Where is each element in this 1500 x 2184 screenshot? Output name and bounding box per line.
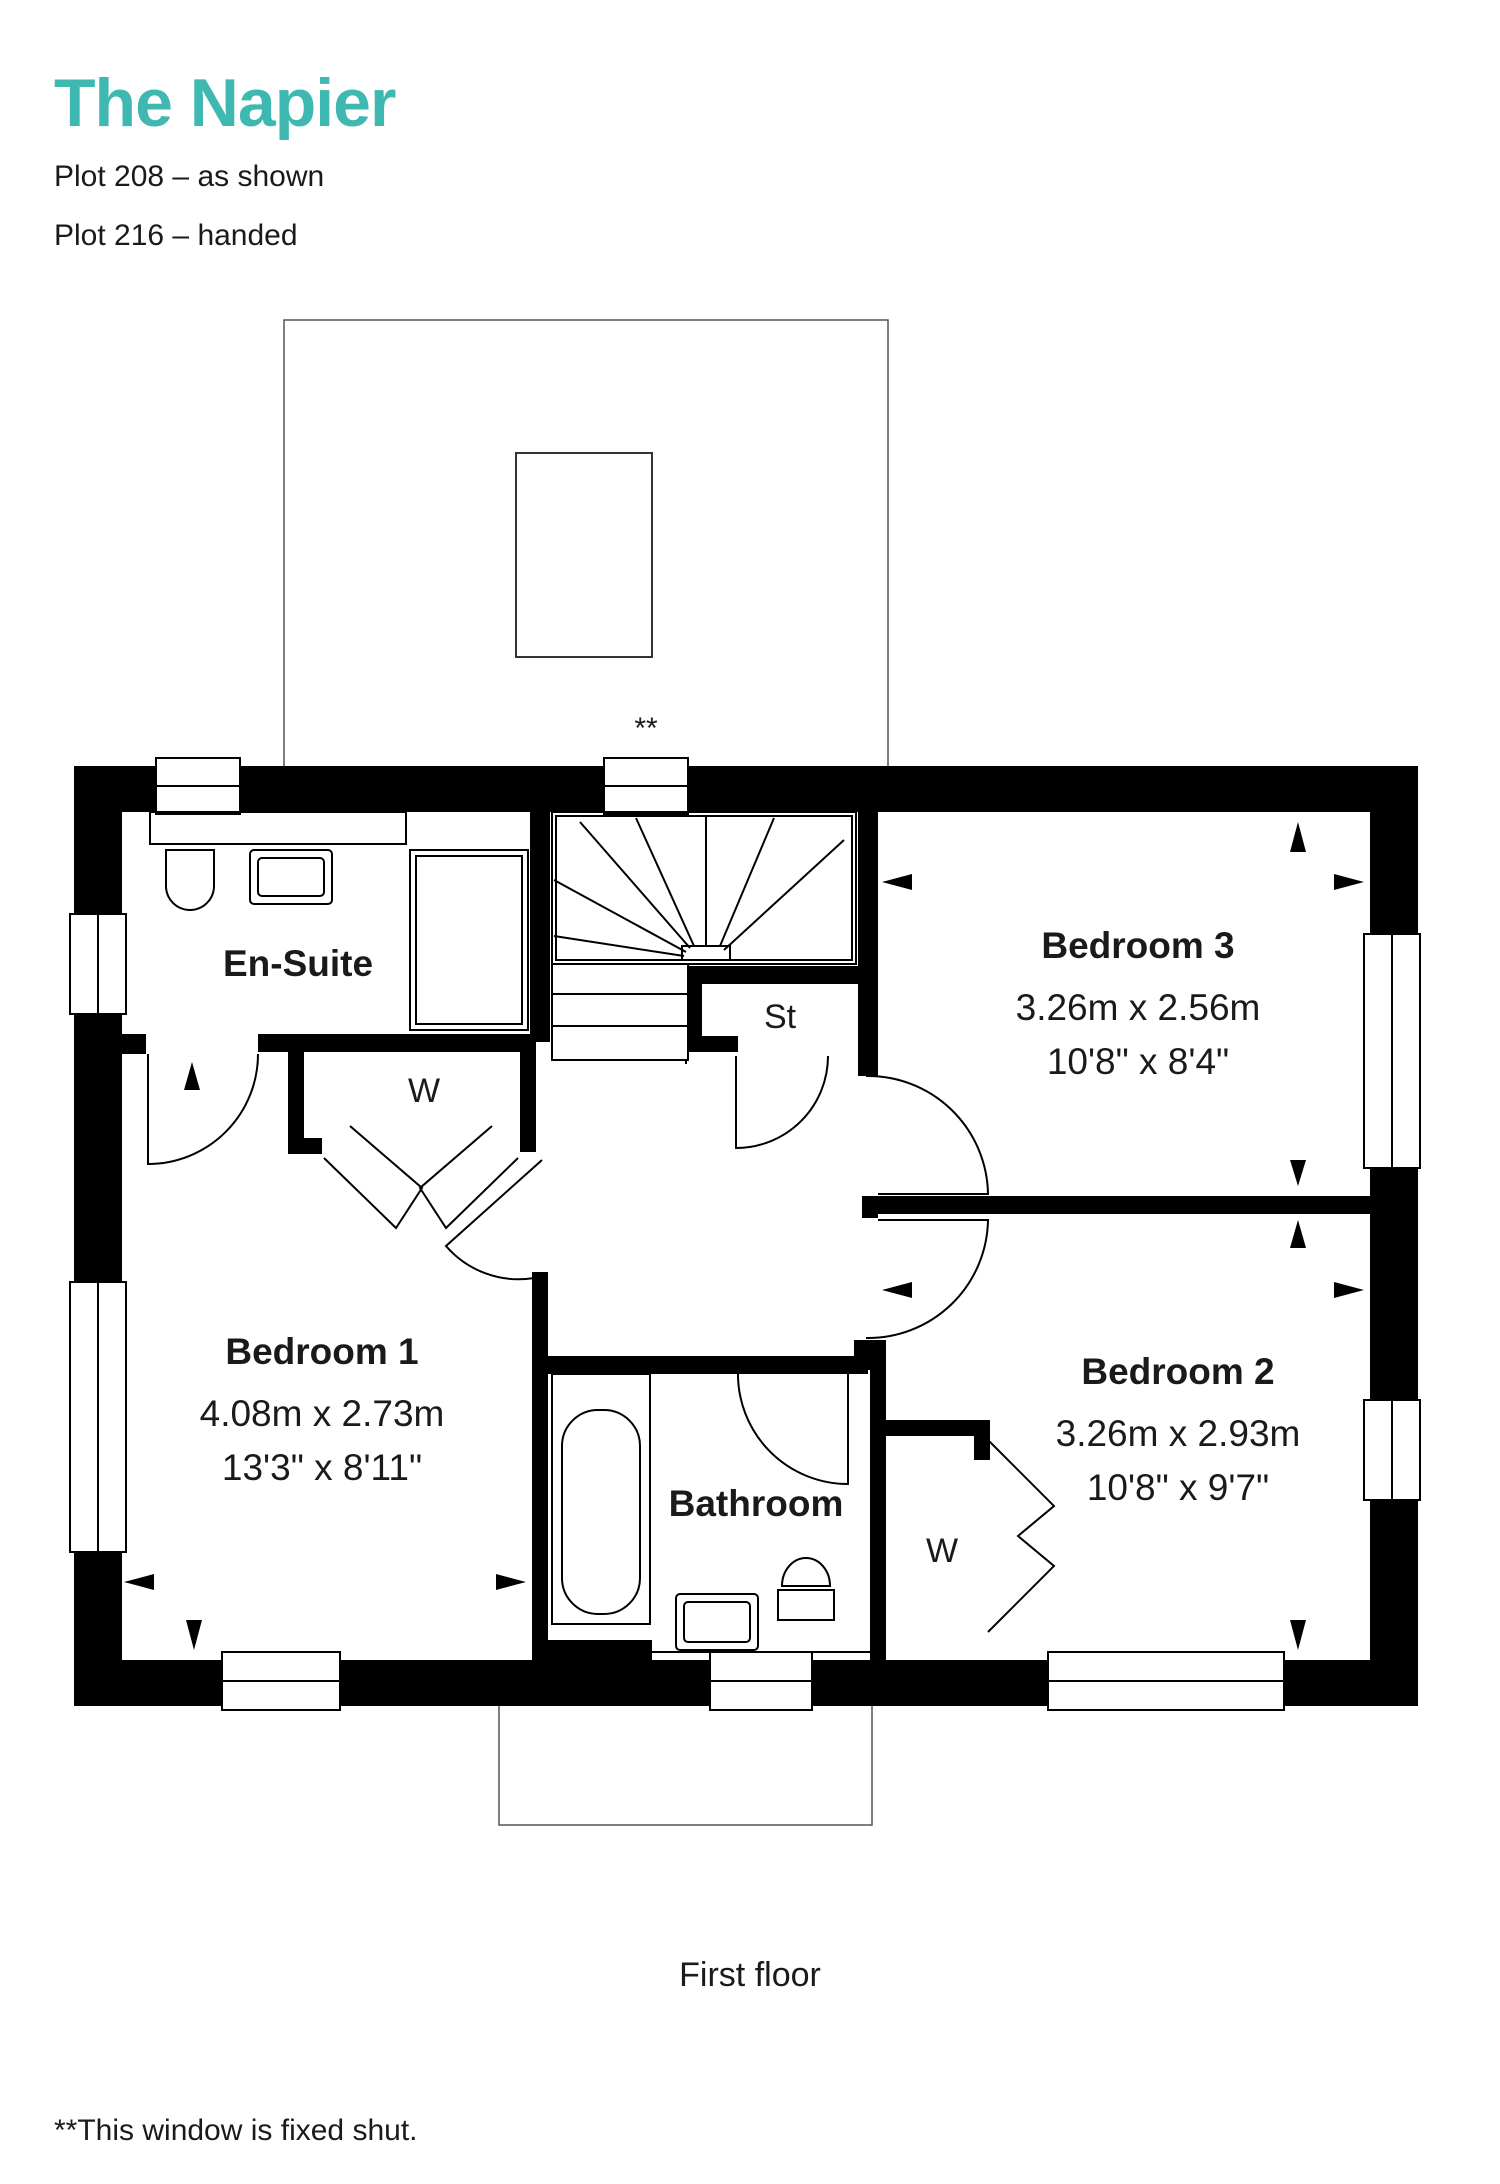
room-name-wardrobe1: W bbox=[408, 1072, 440, 1110]
doors bbox=[147, 1053, 1056, 1633]
shower-tray bbox=[409, 849, 529, 1031]
bathroom-basin bbox=[675, 1593, 759, 1651]
room-name-bathroom: Bathroom bbox=[669, 1483, 844, 1524]
room-dim-bedroom1-metric: 4.08m x 2.73m bbox=[200, 1393, 445, 1434]
room-dim-bedroom1-imperial: 13'3" x 8'11" bbox=[222, 1447, 422, 1488]
porch-outline bbox=[498, 1700, 873, 1826]
staircase bbox=[551, 811, 857, 1064]
ensuite-wc bbox=[165, 849, 215, 911]
ensuite-shelf bbox=[149, 811, 407, 845]
room-name-store: St bbox=[764, 998, 797, 1036]
room-dim-bedroom3-imperial: 10'8" x 8'4" bbox=[1047, 1041, 1229, 1082]
page-title: The Napier bbox=[54, 65, 396, 141]
bath bbox=[551, 1373, 651, 1625]
internal-walls bbox=[122, 812, 1370, 1660]
sanitaryware bbox=[149, 811, 870, 1653]
roof-outline bbox=[283, 319, 889, 768]
footnote: **This window is fixed shut. bbox=[54, 2114, 418, 2147]
fixed-window-marker: ** bbox=[634, 712, 658, 745]
roof-light bbox=[515, 452, 653, 658]
room-dim-bedroom3-metric: 3.26m x 2.56m bbox=[1016, 987, 1261, 1028]
external-walls bbox=[74, 766, 1418, 1706]
floor-caption: First floor bbox=[679, 1956, 821, 1994]
plot-note: Plot 216 – handed bbox=[54, 219, 298, 252]
bathroom-wc bbox=[777, 1589, 835, 1621]
room-name-bedroom1: Bedroom 1 bbox=[225, 1331, 418, 1372]
windows bbox=[69, 757, 1421, 1711]
room-name-bedroom3: Bedroom 3 bbox=[1041, 925, 1234, 966]
dimension-arrows bbox=[124, 822, 1364, 1650]
room-name-wardrobe2: W bbox=[926, 1532, 958, 1570]
room-dim-bedroom2-imperial: 10'8" x 9'7" bbox=[1087, 1467, 1269, 1508]
room-name-ensuite: En-Suite bbox=[223, 943, 373, 984]
ensuite-basin bbox=[249, 849, 333, 905]
plot-note: Plot 208 – as shown bbox=[54, 160, 325, 193]
room-name-bedroom2: Bedroom 2 bbox=[1081, 1351, 1274, 1392]
room-dim-bedroom2-metric: 3.26m x 2.93m bbox=[1056, 1413, 1301, 1454]
